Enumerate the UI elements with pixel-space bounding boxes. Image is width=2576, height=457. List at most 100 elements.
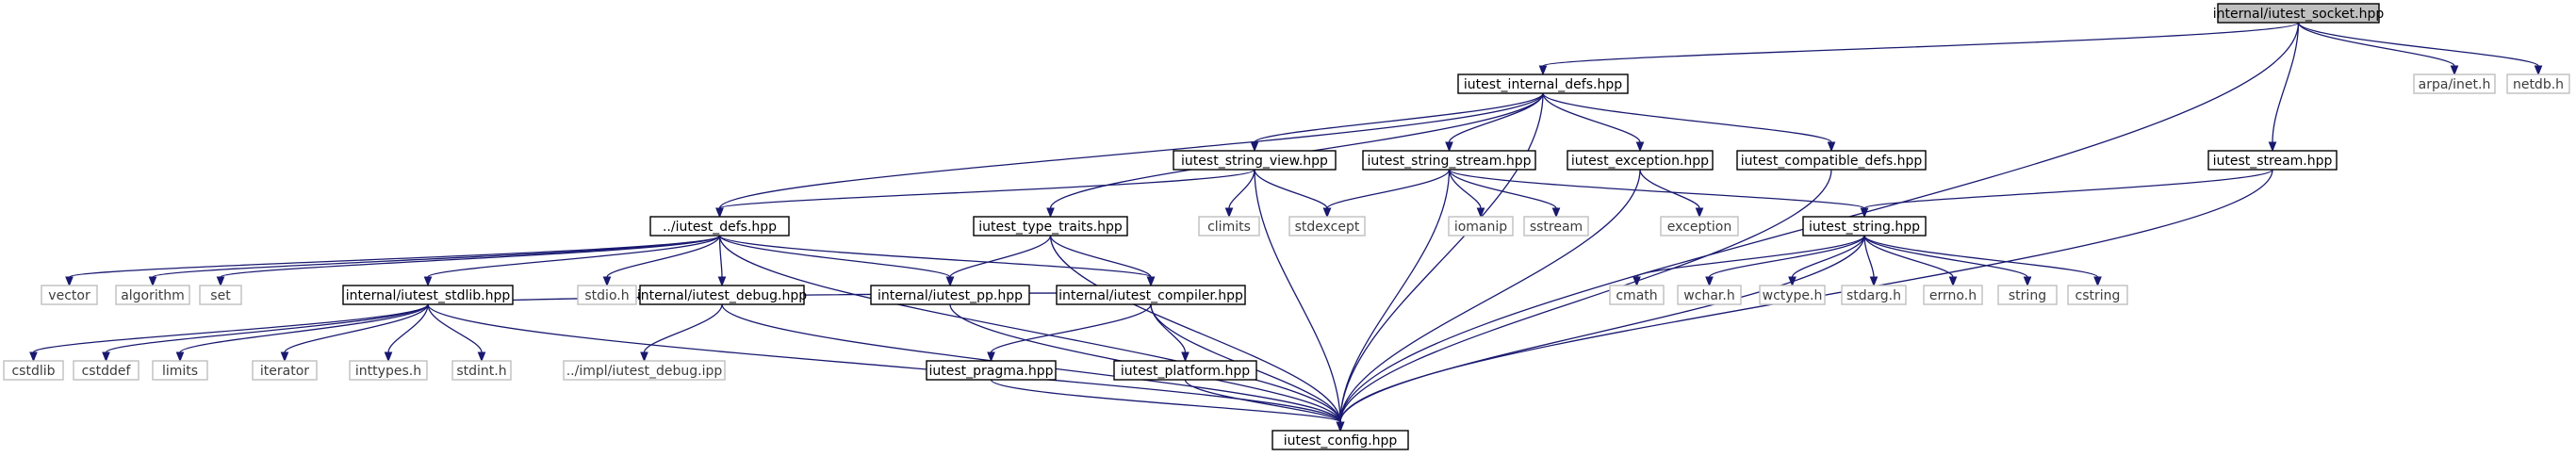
edge-type_traits-to-pp [945,235,1052,287]
node-compiler[interactable]: internal/iutest_compiler.hpp [1056,285,1246,305]
edge-compiler-to-pragma [987,303,1152,363]
node-stream[interactable]: iutest_stream.hpp [2207,150,2338,171]
node-label: internal/iutest_socket.hpp [2213,7,2385,22]
node-defs[interactable]: ../iutest_defs.hpp [649,216,790,237]
node-config[interactable]: iutest_config.hpp [1272,430,1409,450]
node-cmath: cmath [1609,285,1665,305]
edge-internal_defs-to-config [1336,92,1544,433]
node-pragma[interactable]: iutest_pragma.hpp [926,360,1057,381]
node-label: errno.h [1929,288,1977,303]
node-set: set [199,285,242,305]
edge-string_stream-to-sstream [1448,169,1561,219]
edge-root-to-stream [2268,22,2300,153]
node-inttypes: inttypes.h [349,360,428,381]
node-compatible[interactable]: iutest_compatible_defs.hpp [1736,150,1927,171]
node-vector: vector [41,285,98,305]
node-label: internal/iutest_stdlib.hpp [346,288,511,303]
node-label: iterator [260,364,309,379]
node-label: internal/iutest_debug.hpp [637,288,807,303]
node-stdexcept: stdexcept [1288,216,1366,237]
edge-internal_defs-to-exception_hpp [1542,92,1645,153]
edge-defs-to-stdio [602,235,721,287]
node-string-view[interactable]: iutest_string_view.hpp [1173,150,1337,171]
node-label: netdb.h [2513,77,2564,92]
node-cstddef: cstddef [73,360,139,381]
edge-root-to-internal_defs [1538,22,2300,76]
edge-defs-to-stdlib_hpp [423,235,721,287]
node-pp[interactable]: internal/iutest_pp.hpp [870,285,1030,305]
edge-stdlib_hpp-to-iterator [280,303,429,363]
node-label: ../impl/iutest_debug.ipp [566,364,723,379]
node-algorithm: algorithm [115,285,190,305]
node-stdio: stdio.h [577,285,637,305]
node-wctype: wctype.h [1759,285,1826,305]
node-label: iutest_pragma.hpp [928,364,1053,379]
edge-stdlib_hpp-to-cstddef [102,303,429,363]
node-string-stream[interactable]: iutest_string_stream.hpp [1362,150,1536,171]
node-label: wctype.h [1763,288,1823,303]
edge-stdlib_hpp-to-cstdlib [29,303,429,363]
node-label: iutest_string_stream.hpp [1368,154,1532,169]
edge-defs-to-pp [718,235,955,287]
node-label: ../iutest_defs.hpp [663,220,777,235]
edge-string_stream-to-config [1336,169,1451,433]
node-label: climits [1207,220,1251,235]
node-label: iutest_string.hpp [1809,220,1920,235]
node-sstream: sstream [1523,216,1589,237]
edge-internal_defs-to-compatible [1542,92,1836,153]
node-root[interactable]: internal/iutest_socket.hpp [2213,3,2385,24]
node-iomanip: iomanip [1448,216,1514,237]
node-label: iutest_platform.hpp [1121,364,1250,379]
edge-internal_defs-to-string_stream [1445,92,1544,153]
node-label: exception [1667,220,1731,235]
node-cstring: cstring [2067,285,2128,305]
node-cstdlib: cstdlib [3,360,64,381]
edge-stdlib_hpp-to-inttypes [384,303,429,363]
node-label: cstring [2076,288,2121,303]
node-label: string [2009,288,2046,303]
node-string: string [1997,285,2058,305]
node-label: inttypes.h [355,364,421,379]
node-label: stdarg.h [1846,288,1901,303]
node-label: iutest_config.hpp [1284,433,1398,449]
node-label: arpa/inet.h [2419,77,2491,92]
node-string-hpp[interactable]: iutest_string.hpp [1802,216,1927,237]
node-internal-defs[interactable]: iutest_internal_defs.hpp [1457,73,1629,94]
edge-string_view-to-defs [715,169,1255,219]
node-label: iutest_exception.hpp [1571,154,1709,169]
edge-string_hpp-to-wctype [1788,235,1865,287]
node-label: stdio.h [584,288,629,303]
node-layer: internal/iutest_socket.hpp iutest_interna… [3,3,2570,450]
node-stdlib-hpp[interactable]: internal/iutest_stdlib.hpp [342,285,514,305]
node-debug[interactable]: internal/iutest_debug.hpp [637,285,807,305]
node-label: sstream [1530,220,1583,235]
edge-compatible-to-config [1336,169,1832,433]
edge-string_hpp-to-cstring [1863,235,2102,287]
node-type-traits[interactable]: iutest_type_traits.hpp [973,216,1128,237]
node-label: iutest_internal_defs.hpp [1464,77,1622,92]
node-exception-hpp[interactable]: iutest_exception.hpp [1567,150,1714,171]
edge-string_view-to-stdexcept [1254,169,1332,219]
edge-platform-to-config [1184,379,1345,433]
node-label: vector [48,288,90,303]
edge-stream-to-string_hpp [1860,169,2273,219]
node-debug-ipp: ../impl/iutest_debug.ipp [563,360,726,381]
node-errno: errno.h [1923,285,1983,305]
node-platform[interactable]: iutest_platform.hpp [1113,360,1257,381]
node-netdb: netdb.h [2506,73,2570,94]
node-label: limits [162,364,198,379]
node-label: cmath [1616,288,1657,303]
node-limits: limits [152,360,208,381]
edge-string_hpp-to-string [1863,235,2032,287]
node-iterator: iterator [252,360,318,381]
node-wchar: wchar.h [1677,285,1742,305]
edge-root-to-arpa [2297,22,2459,76]
edge-type_traits-to-config [1049,235,1345,433]
node-label: stdint.h [456,364,506,379]
edge-string_hpp-to-stdarg [1863,235,1879,287]
edge-string_stream-to-iomanip [1448,169,1485,219]
edge-string_hpp-to-wchar [1705,235,1865,287]
edge-debug-to-debug_ipp [640,303,723,363]
edge-stdlib_hpp-to-limits [175,303,429,363]
